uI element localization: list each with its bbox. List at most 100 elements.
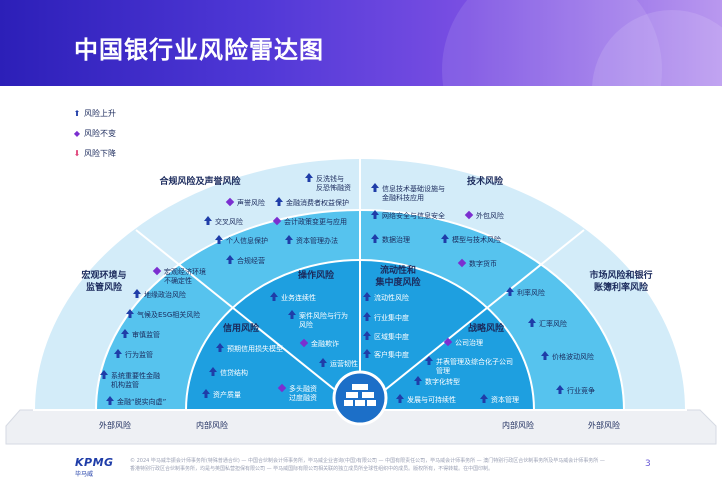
risk-item-label: 并表管理及综合化子公司管理 (436, 357, 513, 375)
risk-item-label: 合规经营 (237, 256, 265, 265)
risk-item: 行业集中度 (363, 312, 409, 322)
arrow-up-icon (363, 349, 371, 358)
sector-title-technology: 技术风险 (467, 175, 504, 187)
risk-item: 合规经营 (226, 255, 265, 265)
risk-item-label: 金融“脱实向虚” (117, 397, 166, 406)
risk-item: 网络安全与信息安全 (371, 210, 445, 220)
risk-item: 资产质量 (202, 389, 241, 399)
sector-title-market: 市场风险和银行账簿利率风险 (589, 269, 652, 293)
arrow-up-icon (480, 394, 488, 403)
diamond-icon: ◆ (73, 128, 81, 138)
center-hub (332, 370, 388, 426)
risk-item: 模型与技术风险 (441, 234, 501, 244)
arrow-down-icon: ⬇ (73, 148, 81, 158)
sector-title-compliance: 合规风险及声誉风险 (159, 175, 241, 187)
page-number: 3 (645, 459, 651, 469)
risk-item-label: 地缘政治风险 (144, 290, 186, 299)
risk-item-label: 案件风险与行为风险 (299, 311, 348, 329)
arrow-up-icon (441, 234, 449, 243)
risk-item-label: 行为监管 (125, 350, 153, 359)
sector-title-macro: 宏观环境与监管风险 (81, 269, 126, 293)
sector-title-credit: 信用风险 (223, 322, 260, 334)
bank-icon (344, 384, 376, 406)
diamond-icon (272, 216, 282, 226)
risk-item-label: 审慎监管 (132, 330, 160, 339)
arrow-up-icon (305, 173, 313, 182)
risk-item: 宏观经济环境不确定性 (152, 266, 206, 285)
base-platform (5, 409, 717, 445)
banner-decoration (442, 0, 662, 86)
risk-item: 信息技术基础设施与金融科技应用 (371, 183, 445, 202)
risk-item: 流动性风险 (363, 292, 409, 302)
diamond-icon (457, 258, 467, 268)
arrow-up-icon (121, 329, 129, 338)
sector-dividers (135, 158, 585, 411)
risk-item-label: 金融欺诈 (311, 339, 339, 348)
arrow-up-icon (215, 235, 223, 244)
risk-item-label: 业务连续性 (281, 293, 316, 302)
risk-item-label: 公司治理 (455, 338, 483, 347)
bottom-label-internal-right: 内部风险 (502, 420, 534, 430)
arrow-up-icon (202, 389, 210, 398)
arrow-up-icon (270, 292, 278, 301)
risk-item-label: 信贷结构 (220, 368, 248, 377)
risk-item: 反洗钱与反恐怖融资 (305, 173, 351, 192)
logo-cn: 毕马威 (75, 471, 94, 478)
bottom-label-external-left: 外部风险 (99, 420, 131, 430)
risk-item: 行为监管 (114, 349, 153, 359)
risk-item-label: 网络安全与信息安全 (382, 211, 445, 220)
diamond-icon (277, 383, 287, 393)
arrow-up-icon (106, 396, 114, 405)
legend-item-up: ⬆ 风险上升 (70, 103, 116, 123)
arrow-up-icon (275, 197, 283, 206)
risk-item-label: 宏观经济环境不确定性 (164, 267, 206, 285)
risk-item: 系统重要性金融机构监管 (100, 370, 160, 389)
arrow-up-icon (363, 331, 371, 340)
arrow-up-icon (209, 367, 217, 376)
risk-item-label: 反洗钱与反恐怖融资 (316, 174, 351, 192)
risk-item-label: 气候及ESG相关风险 (137, 310, 200, 319)
arrow-up-icon (371, 210, 379, 219)
risk-item-label: 行业集中度 (374, 313, 409, 322)
risk-item: 个人信息保护 (215, 235, 268, 245)
risk-item-label: 预期信用损失模型 (227, 344, 283, 353)
risk-item-label: 金融消费者权益保护 (286, 198, 349, 207)
arrow-up-icon (216, 343, 224, 352)
risk-item: 交叉风险 (204, 216, 243, 226)
copyright-note: © 2024 毕马威华振会计师事务所(特殊普通合伙) — 中国合伙制会计师事务所… (130, 458, 605, 472)
risk-item-label: 价格波动风险 (552, 352, 594, 361)
risk-item: 客户集中度 (363, 349, 409, 359)
risk-item: 数字货币 (457, 258, 497, 268)
arrow-up-icon (114, 349, 122, 358)
risk-item: 金融欺诈 (299, 338, 339, 348)
risk-item: 金融“脱实向虚” (106, 396, 166, 406)
risk-item-label: 外包风险 (476, 211, 504, 220)
arrow-up-icon (126, 309, 134, 318)
arrow-up-icon (371, 234, 379, 243)
risk-item-label: 交叉风险 (215, 217, 243, 226)
arrow-up-icon (528, 318, 536, 327)
diamond-icon (443, 337, 453, 347)
risk-item: 行业竞争 (556, 385, 595, 395)
risk-item: 外包风险 (464, 210, 504, 220)
risk-item: 价格波动风险 (541, 351, 594, 361)
risk-item: 资本管理办法 (285, 235, 338, 245)
title-banner (0, 0, 722, 86)
page-title: 中国银行业风险雷达图 (74, 36, 324, 64)
risk-item: 运营韧性 (319, 358, 358, 368)
kpmg-logo: KPMG 毕马威 (75, 456, 114, 478)
bottom-label-external-right: 外部风险 (588, 420, 620, 430)
diamond-icon (464, 210, 474, 220)
legend: ⬆ 风险上升 ◆ 风险不变 ⬇ 风险下降 (70, 103, 116, 163)
risk-item: 资本管理 (480, 394, 519, 404)
arrow-up-icon (100, 370, 108, 379)
risk-item-label: 数字化转型 (425, 377, 460, 386)
arrow-up-icon (363, 292, 371, 301)
risk-item-label: 数字货币 (469, 259, 497, 268)
risk-item: 数字化转型 (414, 376, 460, 386)
legend-item-same: ◆ 风险不变 (70, 123, 116, 143)
arrow-up-icon (204, 216, 212, 225)
legend-label: 风险上升 (84, 108, 116, 118)
risk-item-label: 流动性风险 (374, 293, 409, 302)
